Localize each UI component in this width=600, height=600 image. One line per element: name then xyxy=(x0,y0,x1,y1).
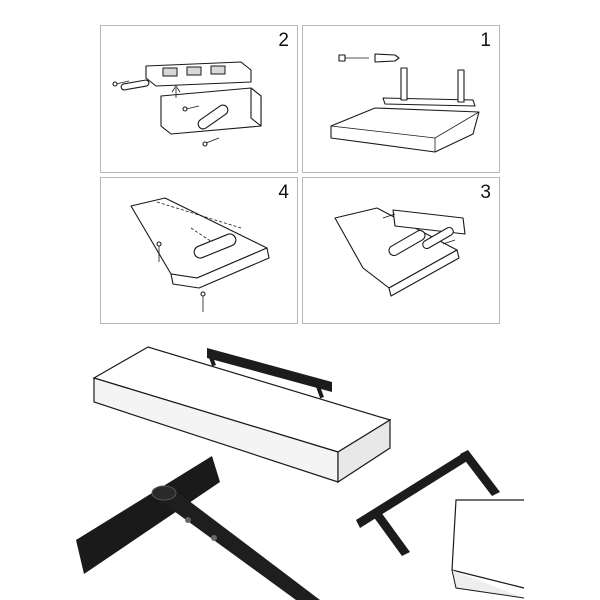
bracket-rod-stub-2 xyxy=(316,385,324,399)
rod-icon xyxy=(197,104,229,130)
arrow-up-icon xyxy=(171,85,181,98)
screw-icon xyxy=(158,246,204,312)
screw-head-1 xyxy=(156,241,162,247)
bracket-side xyxy=(250,87,262,127)
rod-icon-2 xyxy=(422,226,454,250)
bracket-closeup xyxy=(76,456,220,574)
shelf-board-icon xyxy=(330,107,480,153)
level-vial-3 xyxy=(210,65,226,75)
step-1-illustration xyxy=(330,53,480,153)
rod-hole-2 xyxy=(211,535,217,541)
screw-head-2 xyxy=(200,291,206,297)
product-photo xyxy=(76,346,525,600)
screw-head-3 xyxy=(202,141,208,147)
bracket-rod-1 xyxy=(400,67,408,101)
bracket-rod-stub-1 xyxy=(208,353,216,367)
level-vial-1 xyxy=(162,67,178,77)
screw-icon xyxy=(115,80,220,144)
rod-end xyxy=(151,485,177,501)
step-number: 4 xyxy=(278,182,289,203)
rod-hole-1 xyxy=(185,517,191,523)
step-number: 3 xyxy=(480,182,491,203)
bracket-rod-2 xyxy=(460,450,500,496)
step-3-panel: 3 xyxy=(302,177,500,324)
screw-head xyxy=(338,54,346,62)
step-number: 2 xyxy=(278,30,289,51)
step-4-illustration xyxy=(130,197,270,312)
rod-icon xyxy=(193,233,237,259)
shelf-board-side xyxy=(337,418,391,484)
wall-anchor-icon xyxy=(374,53,400,63)
screw-head-2 xyxy=(182,106,188,112)
shelf-end-bottom xyxy=(451,569,525,599)
shelf-board-edges xyxy=(330,111,480,152)
wall-anchor-icon xyxy=(120,79,150,91)
bracket-icon xyxy=(207,348,332,392)
rod-closeup-icon xyxy=(156,488,320,600)
shelf-board-front xyxy=(170,247,270,289)
step-1-panel: 1 xyxy=(302,25,500,173)
bracket-rod-1 xyxy=(370,508,410,556)
rod-icon xyxy=(388,229,426,257)
step-4-panel: 4 xyxy=(100,177,298,324)
step-3-illustration xyxy=(334,207,466,297)
level-vial-2 xyxy=(186,66,202,76)
screw-head-1 xyxy=(112,81,118,87)
shelf-end-fragment xyxy=(451,499,525,589)
step-2-illustration xyxy=(112,61,262,147)
bracket-icon-2 xyxy=(356,450,472,528)
step-number: 1 xyxy=(480,30,491,51)
bracket-rod-2 xyxy=(457,69,465,103)
rod-arrow xyxy=(382,213,456,245)
shelf-board-front xyxy=(388,249,460,297)
step-2-panel: 2 xyxy=(100,25,298,173)
